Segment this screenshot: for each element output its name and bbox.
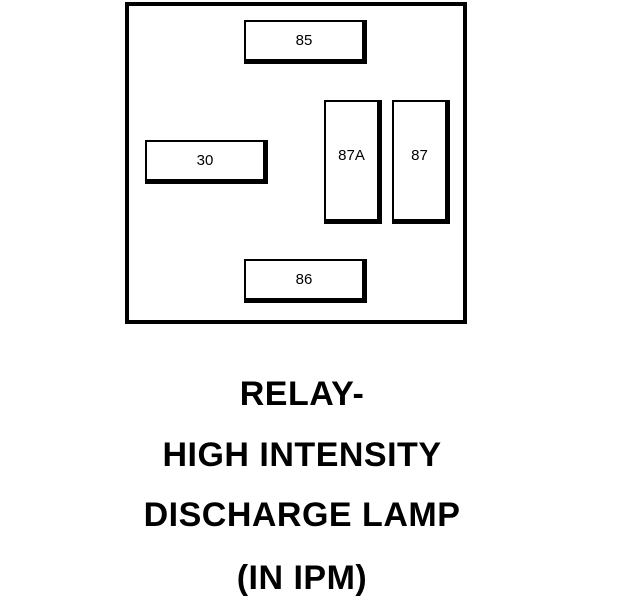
- caption-line-1: RELAY-: [239, 375, 365, 413]
- terminal-86-label: 86: [295, 271, 313, 288]
- caption-line-4: (IN IPM): [236, 559, 368, 597]
- terminal-87a: 87A: [324, 100, 382, 224]
- terminal-85: 85: [244, 20, 367, 64]
- terminal-85-label: 85: [295, 32, 313, 49]
- terminal-86: 86: [244, 259, 367, 303]
- caption-line-3: DISCHARGE LAMP: [143, 496, 461, 534]
- terminal-87: 87: [392, 100, 450, 224]
- terminal-87a-label: 87A: [338, 147, 365, 164]
- terminal-30: 30: [145, 140, 268, 184]
- terminal-87-label: 87: [411, 147, 428, 164]
- caption-line-2: HIGH INTENSITY: [162, 436, 442, 474]
- terminal-30-label: 30: [196, 152, 214, 169]
